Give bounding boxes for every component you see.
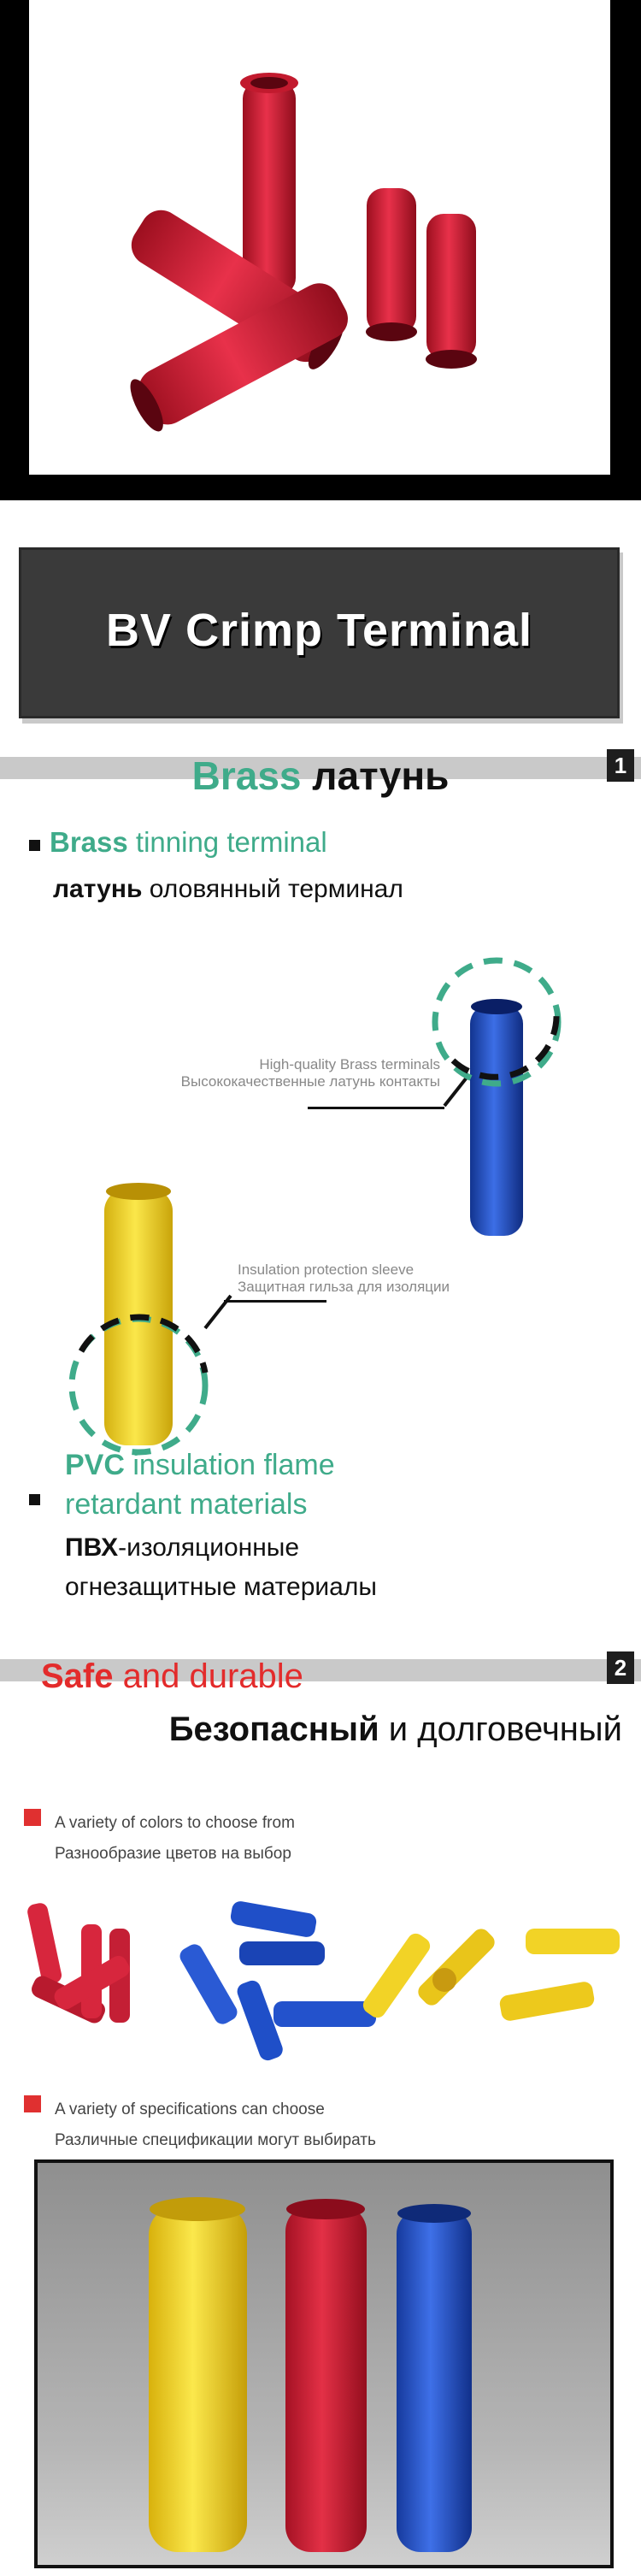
- feature2-ru-line2: огнезащитные материалы: [65, 1573, 377, 1601]
- title-banner: BV Crimp Terminal: [19, 547, 620, 718]
- callout1-leader-line: [308, 1107, 444, 1109]
- callout1-en: High-quality Brass terminals: [259, 1056, 440, 1072]
- three-terminals-illustration: [38, 2163, 610, 2565]
- yellow-terminal-illustration: [68, 1183, 232, 1456]
- specs-en: A variety of specifications can choose: [55, 2100, 325, 2118]
- feature2-line2: retardant materials: [65, 1488, 308, 1521]
- color-variety-illustration: [27, 1901, 620, 2061]
- feature2-accent: PVC: [65, 1449, 125, 1481]
- feature1-ru: латунь оловянный терминал: [53, 875, 403, 904]
- feature2-rest-line1: insulation flame: [124, 1449, 335, 1481]
- section1-header-bar: [0, 757, 641, 779]
- bullet-icon: [24, 2095, 41, 2112]
- feature1-rest: tinning terminal: [127, 826, 327, 858]
- blue-terminal-illustration: [432, 957, 562, 1236]
- feature1-ru-bold: латунь: [53, 875, 143, 903]
- terminal-right-1: [366, 188, 417, 341]
- specs-photo: [34, 2159, 614, 2568]
- red-terminal-large: [285, 2199, 367, 2552]
- section2-header-bar: [0, 1659, 641, 1681]
- section1-heading-main: латунь: [312, 753, 450, 798]
- feature2-ru: ПВХ-изоляционные огнезащитные материалы: [65, 1528, 377, 1607]
- terminal-diagonal-2: [130, 283, 348, 432]
- section2-heading: Safe and durable: [41, 1657, 303, 1696]
- hero-photo-frame: [0, 0, 641, 500]
- red-terminal-group: [27, 1903, 130, 2024]
- feature1-accent: Brass: [50, 826, 128, 858]
- banner-title: BV Crimp Terminal: [105, 605, 533, 656]
- feature2-ru-line1-rest: -изоляционные: [118, 1533, 300, 1562]
- specs-ru: Различные спецификации могут выбирать: [55, 2131, 376, 2149]
- callout2-leader-line: [224, 1300, 326, 1303]
- section2-sub-rest: и долговечный: [379, 1710, 622, 1748]
- section2-heading-accent: Safe: [41, 1657, 114, 1695]
- callout2-en: Insulation protection sleeve: [238, 1261, 415, 1278]
- callout1-ru: Высококачественные латунь контакты: [180, 1073, 440, 1090]
- bullet-icon: [24, 1809, 41, 1826]
- section2-heading-rest: and durable: [113, 1657, 303, 1695]
- callout2-ru: Защитная гильза для изоляции: [238, 1279, 450, 1295]
- colors-ru: Разнообразие цветов на выбор: [55, 1845, 291, 1863]
- blue-terminal-group: [179, 1901, 376, 2061]
- blue-terminal-large: [397, 2204, 472, 2552]
- red-terminals-illustration: [130, 73, 477, 432]
- section2-subheading: Безопасный и долговечный: [92, 1710, 622, 1749]
- colors-labels: A variety of colors to choose from Разно…: [55, 1808, 295, 1870]
- section1-heading: Brass латунь: [0, 753, 641, 799]
- terminal-tall: [240, 73, 298, 295]
- yellow-terminal-large: [149, 2197, 247, 2552]
- section2-sub-bold: Безопасный: [168, 1710, 379, 1748]
- specs-labels: A variety of specifications can choose Р…: [55, 2094, 376, 2156]
- feature1-en: Brass tinning terminal: [50, 826, 327, 859]
- feature2-ru-bold: ПВХ: [65, 1533, 119, 1562]
- bullet-icon: [29, 840, 40, 851]
- bullet-icon: [29, 1494, 40, 1505]
- callout2-labels: Insulation protection sleeve Защитная ги…: [238, 1261, 579, 1296]
- colors-en: A variety of colors to choose from: [55, 1814, 295, 1832]
- feature2-en: PVC insulation flame retardant materials: [65, 1445, 335, 1524]
- feature1-ru-rest: оловянный терминал: [142, 875, 403, 903]
- section1-heading-accent: Brass: [191, 753, 302, 798]
- section2-number: 2: [607, 1651, 634, 1684]
- terminal-right-2: [426, 214, 477, 369]
- hero-photo: [29, 0, 610, 475]
- callout1-labels: High-quality Brass terminals Высококачес…: [77, 1056, 440, 1090]
- section1-number: 1: [607, 749, 634, 782]
- yellow-terminal-group: [362, 1929, 620, 2021]
